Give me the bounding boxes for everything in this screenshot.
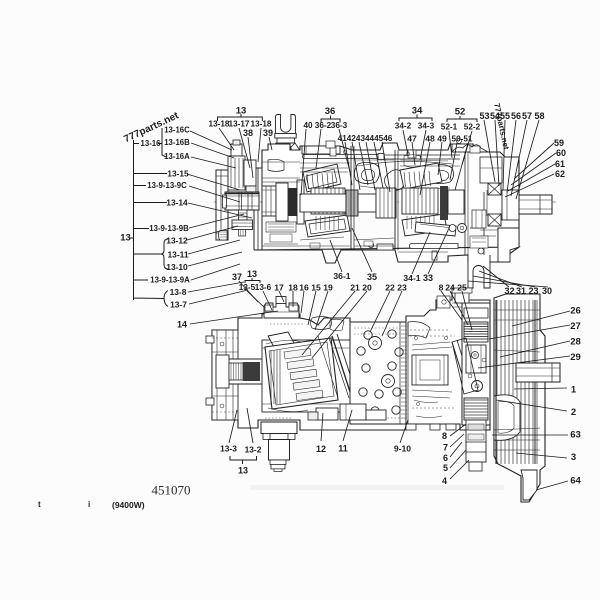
svg-text:21: 21 (350, 283, 360, 293)
svg-text:38: 38 (243, 128, 253, 138)
svg-text:50-51: 50-51 (452, 135, 473, 144)
svg-text:29: 29 (570, 352, 581, 363)
svg-text:31: 31 (516, 286, 526, 296)
svg-text:34-2: 34-2 (395, 122, 412, 131)
svg-text:39: 39 (263, 128, 273, 138)
svg-text:34-3: 34-3 (418, 122, 435, 131)
svg-text:13: 13 (120, 233, 131, 244)
svg-text:12: 12 (316, 444, 326, 454)
svg-text:53: 53 (479, 111, 489, 121)
svg-text:13-15: 13-15 (167, 169, 189, 179)
svg-text:13: 13 (238, 466, 248, 476)
svg-text:414243444546: 414243444546 (338, 134, 393, 143)
svg-text:13-16C: 13-16C (164, 126, 190, 135)
svg-text:59: 59 (554, 138, 564, 148)
svg-text:11: 11 (338, 444, 348, 454)
svg-text:36-1: 36-1 (333, 271, 350, 281)
svg-text:37: 37 (232, 272, 242, 282)
svg-text:9-10: 9-10 (394, 444, 411, 454)
svg-text:6: 6 (443, 453, 448, 463)
svg-text:13-16A: 13-16A (164, 152, 190, 161)
svg-text:49: 49 (437, 134, 447, 144)
svg-text:8: 8 (439, 283, 444, 293)
svg-text:13-11: 13-11 (168, 250, 189, 260)
svg-text:13-17: 13-17 (229, 120, 250, 129)
svg-text:13-3: 13-3 (220, 444, 237, 454)
svg-text:13-8: 13-8 (170, 287, 187, 297)
svg-text:52: 52 (455, 107, 466, 118)
svg-text:13-9-13-9C: 13-9-13-9C (147, 181, 187, 190)
svg-text:1: 1 (571, 385, 577, 396)
svg-text:7: 7 (443, 443, 448, 453)
svg-text:13-6: 13-6 (255, 283, 272, 292)
svg-text:23: 23 (528, 286, 538, 296)
svg-text:52-2: 52-2 (464, 123, 481, 132)
svg-text:28: 28 (570, 337, 581, 348)
svg-text:32: 32 (504, 286, 514, 296)
svg-text:13-9-13-9A: 13-9-13-9A (150, 276, 190, 285)
svg-text:14: 14 (177, 320, 187, 330)
svg-text:13-18: 13-18 (209, 120, 230, 129)
svg-text:64: 64 (570, 476, 581, 487)
svg-text:60: 60 (556, 148, 566, 158)
svg-text:57: 57 (522, 111, 532, 121)
svg-text:t: t (38, 500, 41, 509)
svg-text:58: 58 (534, 111, 544, 121)
svg-text:13-10: 13-10 (166, 262, 188, 272)
svg-text:52-1: 52-1 (441, 123, 458, 132)
svg-text:35: 35 (367, 272, 377, 282)
svg-text:62: 62 (555, 169, 565, 179)
svg-text:13-16: 13-16 (141, 139, 162, 148)
svg-text:19: 19 (323, 283, 333, 293)
svg-text:13-5: 13-5 (239, 283, 256, 292)
svg-text:20: 20 (362, 283, 372, 293)
svg-text:13-18: 13-18 (251, 120, 272, 129)
svg-text:13-12: 13-12 (166, 236, 188, 246)
svg-text:36-3: 36-3 (331, 121, 348, 130)
svg-text:55: 55 (500, 111, 510, 121)
svg-text:33: 33 (423, 273, 433, 283)
svg-text:8: 8 (442, 431, 447, 441)
svg-text:17: 17 (274, 283, 284, 293)
svg-text:40: 40 (303, 121, 313, 130)
svg-text:30: 30 (542, 286, 552, 296)
svg-text:48: 48 (425, 134, 435, 144)
svg-text:13-16B: 13-16B (164, 138, 190, 147)
svg-text:3: 3 (571, 452, 576, 463)
svg-text:18: 18 (288, 283, 298, 293)
svg-text:36: 36 (325, 106, 336, 117)
svg-text:56: 56 (511, 111, 521, 121)
svg-text:16: 16 (299, 283, 309, 293)
svg-text:(9400W): (9400W) (112, 500, 145, 510)
svg-text:24: 24 (445, 283, 455, 293)
svg-text:451070: 451070 (152, 483, 191, 498)
svg-text:15: 15 (311, 283, 321, 293)
svg-text:23: 23 (397, 283, 407, 293)
svg-text:22: 22 (385, 283, 395, 293)
svg-text:13-9-13-9B: 13-9-13-9B (149, 224, 189, 233)
svg-text:13: 13 (236, 106, 247, 117)
svg-text:i: i (88, 500, 90, 509)
svg-text:34: 34 (412, 106, 423, 117)
svg-text:36-2: 36-2 (315, 121, 332, 130)
svg-text:13-2: 13-2 (245, 445, 262, 455)
svg-text:47: 47 (407, 134, 417, 144)
svg-text:54: 54 (490, 111, 500, 121)
svg-text:25: 25 (457, 283, 467, 293)
svg-text:2: 2 (571, 407, 576, 418)
svg-text:27: 27 (570, 321, 581, 332)
svg-text:4: 4 (442, 476, 447, 486)
svg-text:63: 63 (570, 430, 581, 441)
svg-text:13-7: 13-7 (170, 300, 187, 310)
svg-text:34-1: 34-1 (403, 273, 420, 283)
svg-text:13: 13 (247, 269, 257, 279)
svg-text:61: 61 (555, 159, 565, 169)
svg-text:26: 26 (570, 306, 581, 317)
svg-text:5: 5 (443, 463, 448, 473)
svg-text:13-14: 13-14 (166, 198, 188, 208)
